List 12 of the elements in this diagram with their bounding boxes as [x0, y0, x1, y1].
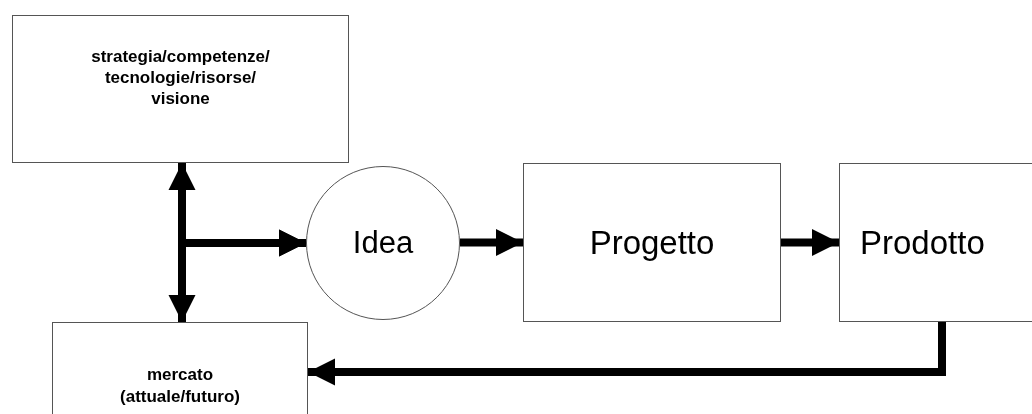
arrow: [460, 228, 523, 257]
node-label: Prodotto: [860, 222, 985, 263]
node-label: mercato (attuale/futuro): [119, 364, 241, 408]
process-box: [839, 163, 1032, 322]
node-label: Progetto: [589, 222, 715, 263]
arrow: [308, 322, 946, 386]
process-box: [523, 163, 781, 322]
process-box: [52, 322, 308, 414]
node-label: Idea: [352, 223, 414, 262]
arrow: [781, 228, 839, 257]
process-box: [12, 15, 349, 163]
node-label: strategia/competenze/ tecnologie/risorse/ visione: [91, 45, 270, 109]
